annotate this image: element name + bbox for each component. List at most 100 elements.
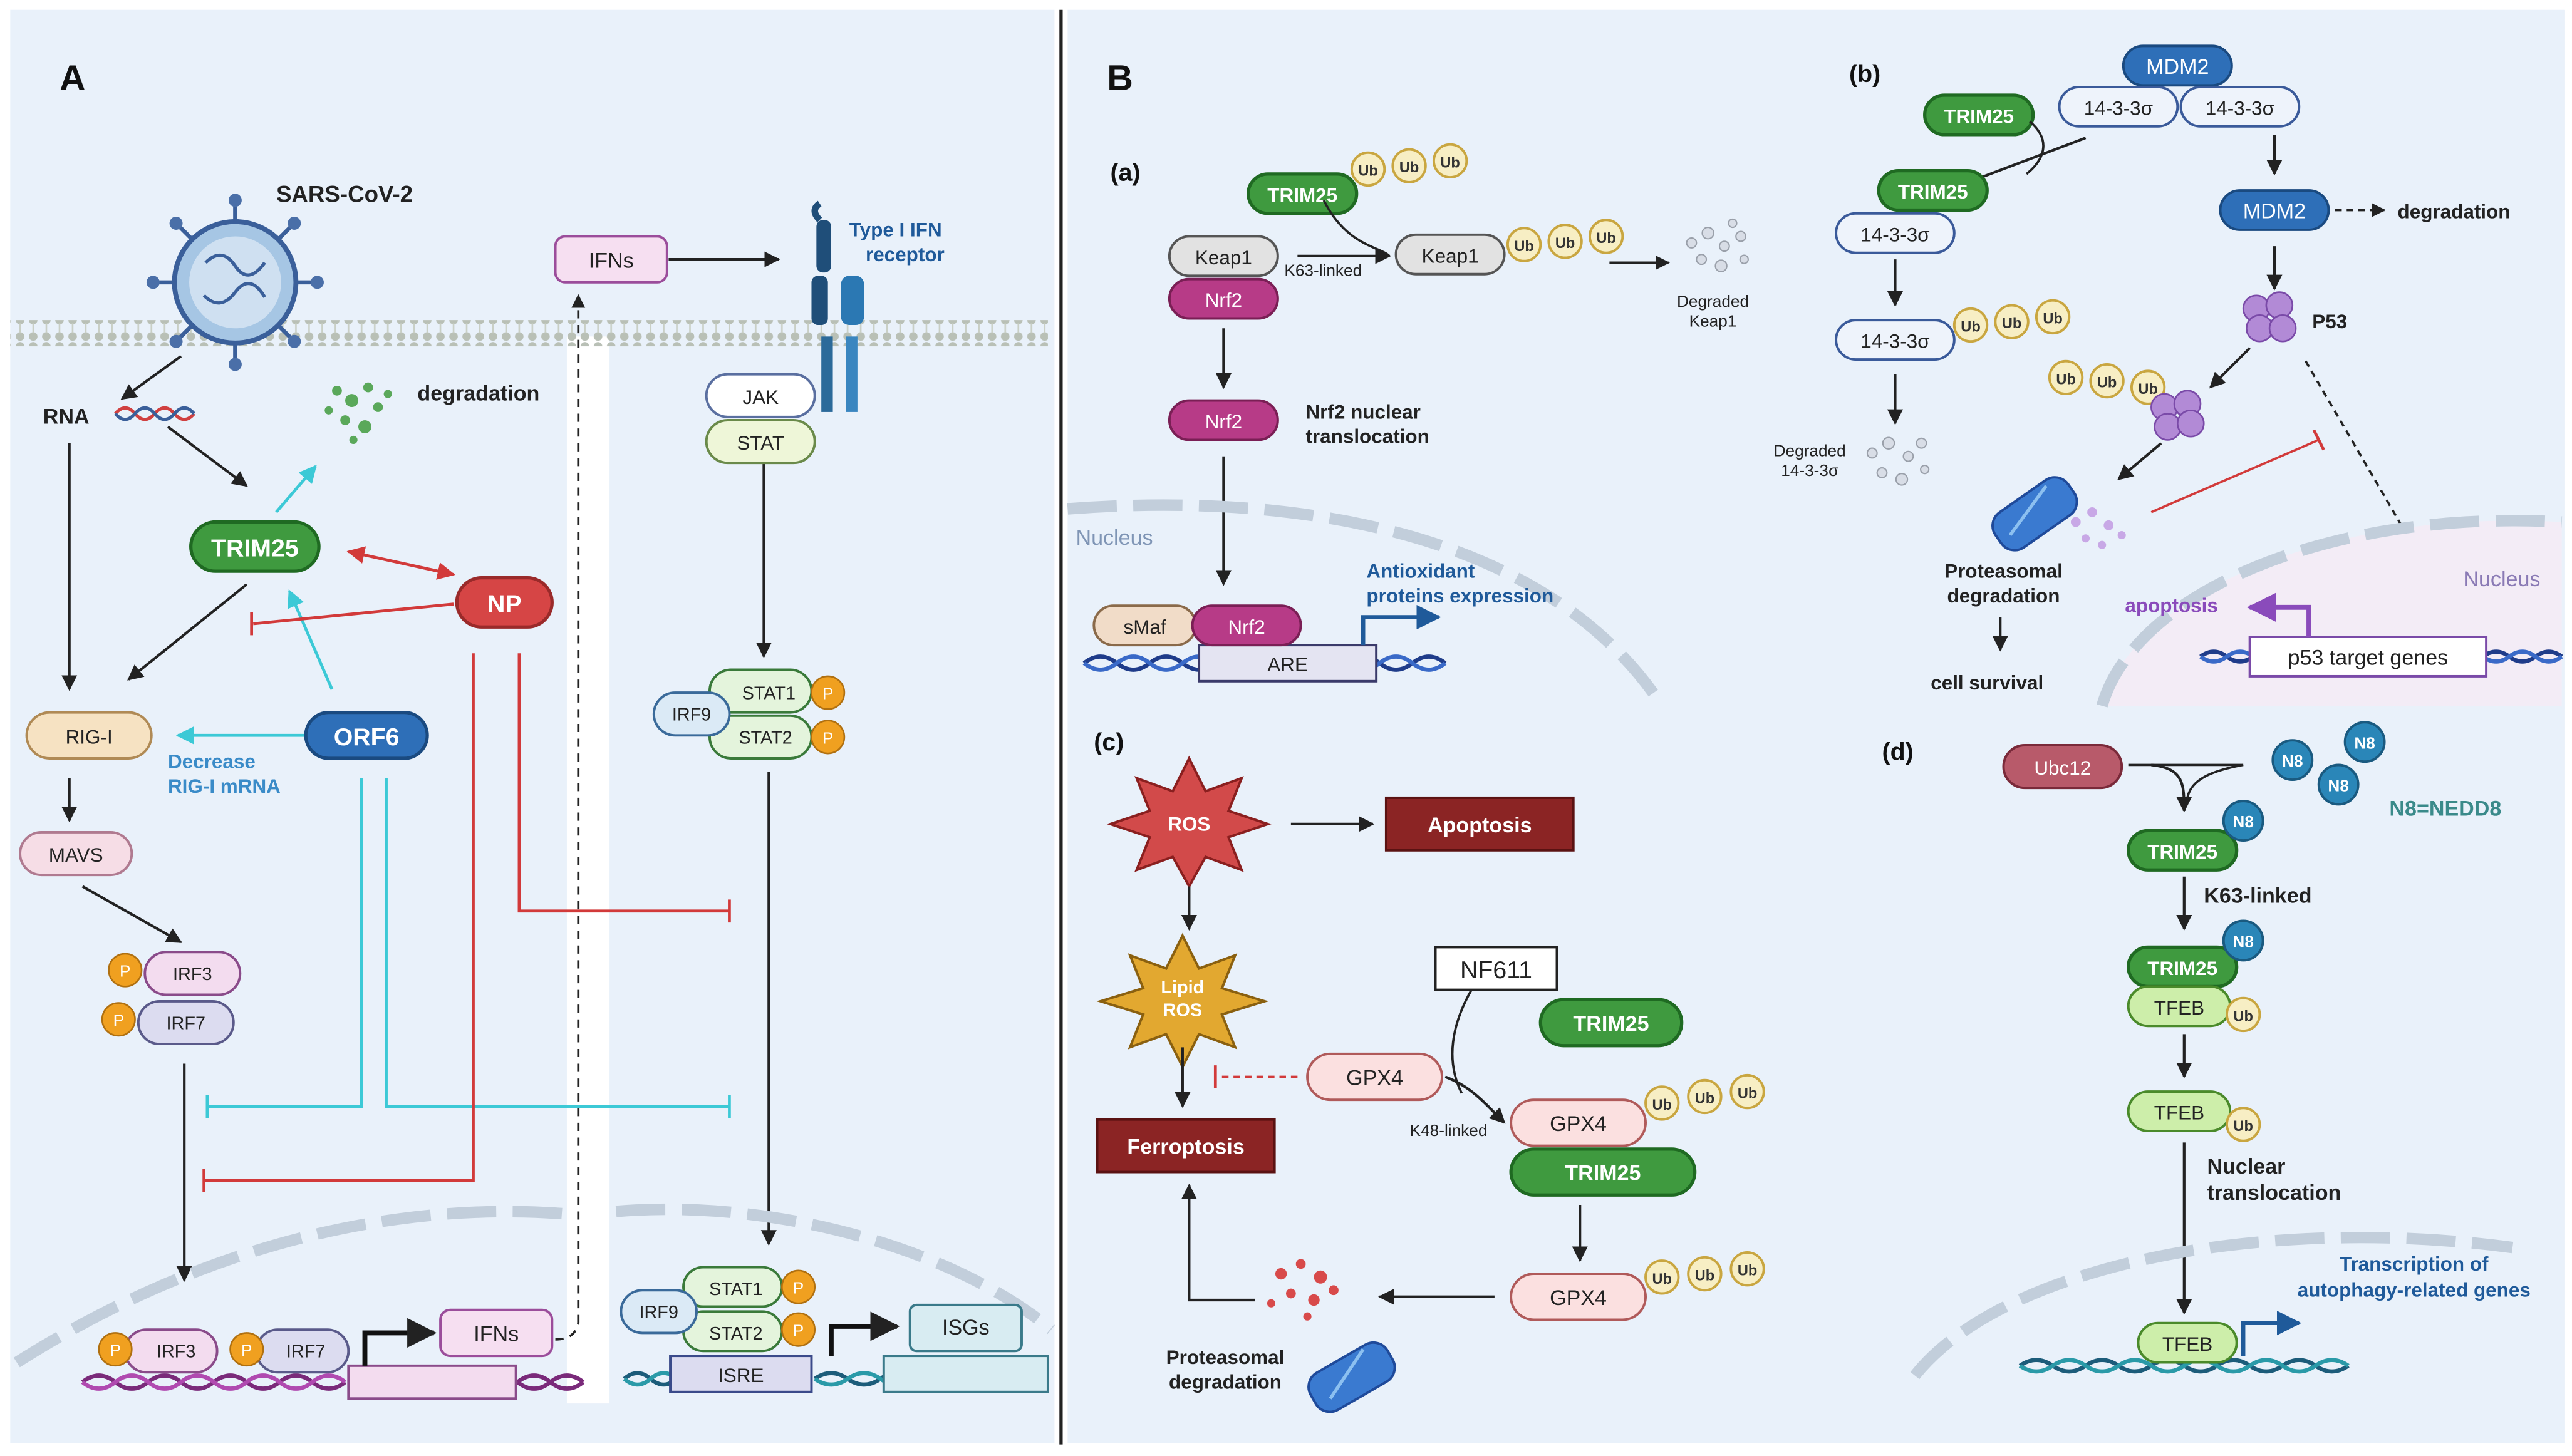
keap1-ub-label: Keap1	[1422, 245, 1479, 267]
dna-strand-icon	[2018, 1358, 2350, 1374]
sub-a-label: (a)	[1111, 158, 1141, 186]
rigi-node	[25, 711, 153, 760]
c-apoptosis-label: Apoptosis	[1428, 813, 1532, 837]
nrf2-nuclear-label: Nrf2	[1228, 616, 1265, 638]
nucleus-label-a: Nucleus	[1076, 526, 1153, 550]
ub-label: Ub	[2138, 381, 2157, 397]
n8-label: N8	[2282, 751, 2303, 770]
b-proteasomal-label-1: Proteasomal	[1944, 560, 2063, 582]
c-proteasomal-label-1: Proteasomal	[1166, 1346, 1285, 1368]
ub-label: Ub	[2043, 310, 2062, 326]
stat1-label: STAT1	[742, 684, 796, 704]
s1433-label: 14-3-3σ	[2206, 97, 2274, 119]
gpx4-ub-final-label: GPX4	[1550, 1286, 1607, 1310]
d-trim25-node	[2127, 829, 2239, 872]
ub-icon	[2225, 1107, 2261, 1142]
degraded-1433-icon	[1866, 436, 1930, 486]
isgs-label: ISGs	[942, 1316, 990, 1340]
transcription-label-2: autophagy-related genes	[2298, 1279, 2531, 1301]
degraded-1433-label-1: Degraded	[1774, 441, 1846, 460]
isgs-box	[908, 1303, 1023, 1353]
n8-definition-label: N8=NEDD8	[2389, 797, 2501, 821]
ub-label: Ub	[2233, 1118, 2253, 1134]
ub-label: Ub	[1596, 230, 1615, 246]
irf3-label: IRF3	[173, 964, 212, 984]
d-trim25-label: TRIM25	[2147, 841, 2217, 863]
n8-label: N8	[2354, 733, 2375, 752]
mavs-node	[19, 830, 133, 877]
s1433-bound-label: 14-3-3σ	[1860, 224, 1929, 245]
ub-chain	[2048, 359, 2166, 405]
tfeb-label: TFEB	[2154, 997, 2204, 1019]
nrf2-node	[1168, 277, 1279, 320]
are-label: ARE	[1267, 654, 1308, 676]
rna-label: RNA	[43, 405, 90, 428]
nrf2-translocation-label-1: Nrf2 nuclear	[1305, 401, 1420, 423]
nrf2-translocation-label-2: translocation	[1305, 426, 1429, 448]
receptor-label-2: receptor	[866, 244, 945, 266]
tfeb-nuclear-node	[2137, 1321, 2238, 1364]
ub-label: Ub	[2233, 1008, 2253, 1024]
p53-ub-icon	[2150, 390, 2205, 441]
panel-b-label: B	[1107, 58, 1133, 98]
ub-chain	[1952, 299, 2071, 343]
tfeb-translocation-label-1: Nuclear	[2207, 1155, 2285, 1179]
b-proteasomal-label-2: degradation	[1947, 585, 2060, 607]
b-trim25-label: TRIM25	[1898, 181, 1968, 203]
ub-label: Ub	[1652, 1271, 1672, 1287]
ub-label: Ub	[1695, 1268, 1714, 1284]
are-box	[1198, 644, 1378, 683]
promoter-box	[347, 1364, 517, 1400]
ub-icon	[2225, 996, 2261, 1033]
sub-b-label: (b)	[1849, 60, 1880, 88]
ub-label: Ub	[2097, 374, 2117, 391]
tfeb-nuclear-label: TFEB	[2162, 1333, 2212, 1355]
ub-label: Ub	[1738, 1262, 1757, 1279]
ub-label: Ub	[2002, 315, 2021, 331]
virus-icon	[146, 194, 324, 371]
stat-node	[705, 419, 816, 465]
b-trim25-top-node	[1923, 93, 2035, 137]
keap1-ub-node	[1394, 233, 1506, 276]
apoptosis-arrow	[2246, 592, 2311, 638]
ub-label: Ub	[1738, 1085, 1757, 1102]
p53-fragments-icon	[2070, 507, 2126, 549]
stat-label: STAT	[737, 432, 784, 454]
isre-box	[669, 1355, 813, 1393]
rigi-label: RIG-I	[66, 726, 113, 748]
keap1-node	[1168, 235, 1279, 277]
jak-node	[705, 373, 816, 418]
cell-survival-label: cell survival	[1931, 672, 2043, 694]
ferroptosis-label: Ferroptosis	[1127, 1135, 1244, 1159]
degraded-1433-label-2: 14-3-3σ	[1781, 461, 1838, 480]
irf7-label-bottom: IRF7	[286, 1342, 325, 1362]
ub-label: Ub	[1399, 159, 1419, 175]
mdm2-top-node	[2122, 44, 2233, 87]
ifn-receptor-icon	[811, 200, 864, 412]
stat-complex-upper	[652, 668, 846, 760]
c-trim25-node	[1538, 998, 1684, 1048]
degraded-keap1-label-1: Degraded	[1677, 292, 1749, 311]
expression-arrow	[1361, 604, 1441, 646]
panel-b-bg	[1067, 9, 2565, 1443]
transcription-arrow	[828, 1311, 900, 1356]
stat2-label-bottom: STAT2	[709, 1324, 762, 1344]
n8-label: N8	[2328, 776, 2349, 795]
mdm2-label: MDM2	[2243, 200, 2306, 224]
nuclear-envelope	[2096, 515, 2563, 708]
gpx4-ub-node	[1510, 1098, 1647, 1147]
ifns-label-top: IFNs	[589, 249, 634, 272]
ub-label: Ub	[1358, 162, 1377, 178]
tfeb-translocation-label-2: translocation	[2207, 1181, 2341, 1205]
virus-label: SARS-CoV-2	[276, 181, 413, 207]
trim25-label: TRIM25	[211, 535, 299, 562]
irf9-label-bottom: IRF9	[639, 1303, 678, 1323]
nuclear-envelope	[13, 1206, 576, 1368]
nucleus-label-b: Nucleus	[2463, 567, 2540, 591]
degradation-label: degradation	[417, 382, 539, 406]
c-proteasomal-label-2: degradation	[1169, 1371, 1282, 1393]
n8-label: N8	[2232, 932, 2254, 951]
gpx4-node	[1306, 1052, 1443, 1102]
s1433-ub-node	[1835, 319, 1956, 361]
